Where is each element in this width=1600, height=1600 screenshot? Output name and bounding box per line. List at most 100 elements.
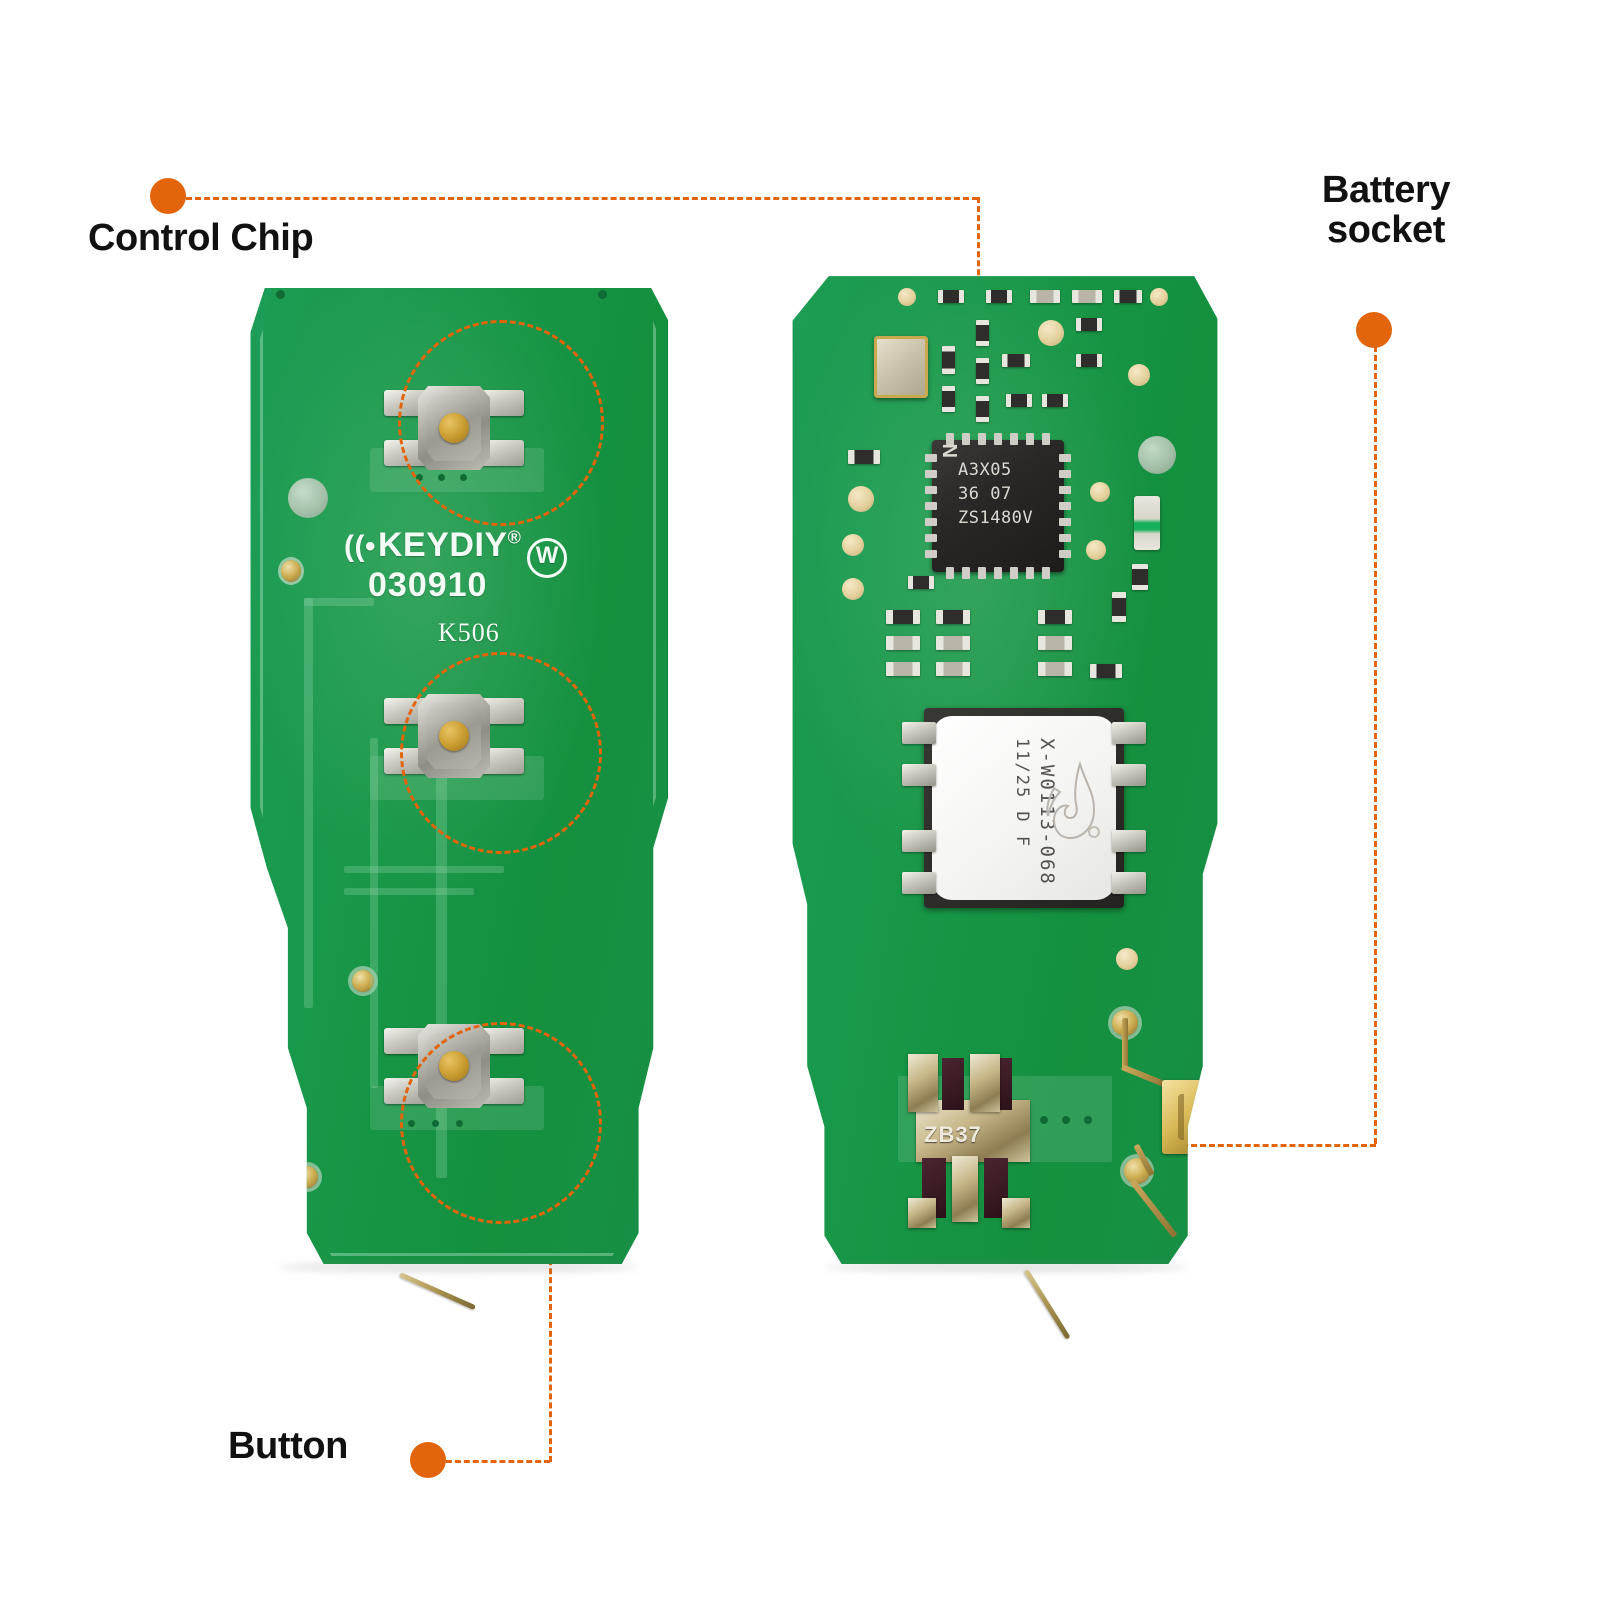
battery-clip-tab-bl xyxy=(908,1198,936,1228)
pad-top-right xyxy=(598,290,607,299)
battery-silk-dot-2 xyxy=(1062,1116,1070,1124)
smd-right-upper xyxy=(1112,592,1126,622)
callout-label-button: Button xyxy=(228,1425,348,1467)
registered-mark-icon: ® xyxy=(507,527,522,548)
pad-coil-upper xyxy=(1116,948,1138,970)
smd-cluster-b3 xyxy=(1042,394,1068,407)
leader-button-horizontal xyxy=(446,1460,550,1463)
rf-module-lead xyxy=(902,722,936,744)
control-chip-pins xyxy=(925,433,1071,579)
smd-left-1 xyxy=(848,450,880,464)
control-chip-marking-line1: A3X05 xyxy=(958,460,1012,480)
trace-left-rail xyxy=(304,598,313,1008)
via-left-upper xyxy=(352,970,374,992)
via-left-lower xyxy=(296,1166,318,1188)
pad-gold-7 xyxy=(1086,540,1106,560)
pin xyxy=(946,433,954,445)
test-pad-disc xyxy=(288,478,328,518)
pad-gold-5 xyxy=(842,578,864,600)
leader-battery-horizontal xyxy=(1030,1144,1376,1147)
rf-module: X-W0113-068 11/25 D F xyxy=(902,708,1146,908)
rf-module-top: X-W0113-068 11/25 D F xyxy=(932,716,1116,900)
pin xyxy=(978,433,986,445)
smd-cluster-b4 xyxy=(1076,318,1102,331)
control-chip-marking-line2: 36 07 xyxy=(958,484,1012,505)
pin xyxy=(925,454,937,462)
callout-dot-battery-socket[interactable] xyxy=(1356,312,1392,348)
battery-clip-tab-tl xyxy=(908,1054,938,1112)
pin xyxy=(925,470,937,478)
pad-gold-4 xyxy=(842,534,864,556)
w-badge-icon: W xyxy=(527,538,568,578)
battery-clip-tab-bm xyxy=(952,1156,978,1222)
rf-module-lead xyxy=(902,764,936,786)
battery-clip-slot-left xyxy=(942,1058,964,1110)
pin xyxy=(1042,567,1050,579)
highlight-circle-switch-bottom xyxy=(400,1022,602,1224)
rf-module-marking-line2: 11/25 D F xyxy=(1012,738,1032,849)
pin xyxy=(1010,433,1018,445)
pad-gold-6 xyxy=(1090,482,1110,502)
callout-label-battery-socket: Battery socket xyxy=(1321,169,1451,252)
pin xyxy=(962,433,970,445)
coil-wire-seg-4 xyxy=(1129,1179,1178,1239)
pin xyxy=(925,486,937,494)
pin xyxy=(1042,433,1050,445)
battery-silk-dot-3 xyxy=(1084,1116,1092,1124)
control-chip-marking: A3X05 36 07 ZS1480V xyxy=(958,458,1033,530)
trace-diag-upper xyxy=(304,598,374,606)
smd-above-array xyxy=(908,576,934,589)
green-trimmer-capacitor xyxy=(1134,496,1160,550)
smd-array-a2 xyxy=(886,636,920,650)
silkscreen-model: K506 xyxy=(438,618,500,647)
battery-clip[interactable]: ZB37 xyxy=(898,1048,1048,1238)
pad-gold-3 xyxy=(848,486,874,512)
smd-near-crystal-2 xyxy=(942,386,955,412)
smd-right-mid xyxy=(1090,664,1122,678)
control-chip-marking-line3: ZS1480V xyxy=(958,508,1034,529)
callout-dot-button[interactable] xyxy=(410,1442,446,1478)
rf-module-lead xyxy=(1112,830,1146,852)
trace-vertical-main xyxy=(436,698,447,1178)
smd-cluster-a2 xyxy=(976,358,989,384)
highlight-circle-switch-top xyxy=(398,320,604,526)
highlight-circle-switch-middle xyxy=(400,652,602,854)
trace-mid-horizontal-2 xyxy=(344,888,474,895)
pin xyxy=(1059,518,1071,526)
smd-top-1 xyxy=(938,290,964,303)
battery-clip-marking: ZB37 xyxy=(924,1122,982,1147)
smd-cluster-a3 xyxy=(976,396,989,422)
back-board-shadow xyxy=(826,1262,1188,1272)
smd-top-3 xyxy=(1030,290,1060,303)
pin xyxy=(925,502,937,510)
smd-near-trimmer xyxy=(1132,564,1148,590)
pin xyxy=(1059,470,1071,478)
smd-cluster-b1 xyxy=(1002,354,1030,367)
callout-dot-control-chip[interactable] xyxy=(150,178,186,214)
side-battery-contact[interactable] xyxy=(1162,1080,1218,1154)
pin xyxy=(1059,550,1071,558)
battery-silk-dot-1 xyxy=(1040,1116,1048,1124)
callout-label-control-chip: Control Chip xyxy=(88,217,314,259)
pin xyxy=(1059,486,1071,494)
smd-top-5 xyxy=(1114,290,1142,303)
silkscreen-brand: ((•KEYDIY®W xyxy=(344,526,568,578)
rf-module-lead xyxy=(1112,764,1146,786)
smd-array-b3 xyxy=(936,662,970,676)
smd-array-a1 xyxy=(886,610,920,624)
pin xyxy=(994,567,1002,579)
smd-array-a3 xyxy=(886,662,920,676)
pad-gold-2 xyxy=(1128,364,1150,386)
front-antenna-wire xyxy=(398,1272,476,1311)
pin xyxy=(925,518,937,526)
rf-module-lead xyxy=(902,872,936,894)
pin xyxy=(962,567,970,579)
pin xyxy=(1026,567,1034,579)
pin xyxy=(1026,433,1034,445)
battery-clip-tab-br xyxy=(1002,1198,1030,1228)
trace-left-rail-2 xyxy=(370,738,378,1088)
leader-battery-vertical xyxy=(1374,346,1377,1144)
via-antenna-solder xyxy=(281,560,301,582)
smd-array-c2 xyxy=(1038,636,1072,650)
back-antenna-wire xyxy=(1023,1269,1071,1340)
